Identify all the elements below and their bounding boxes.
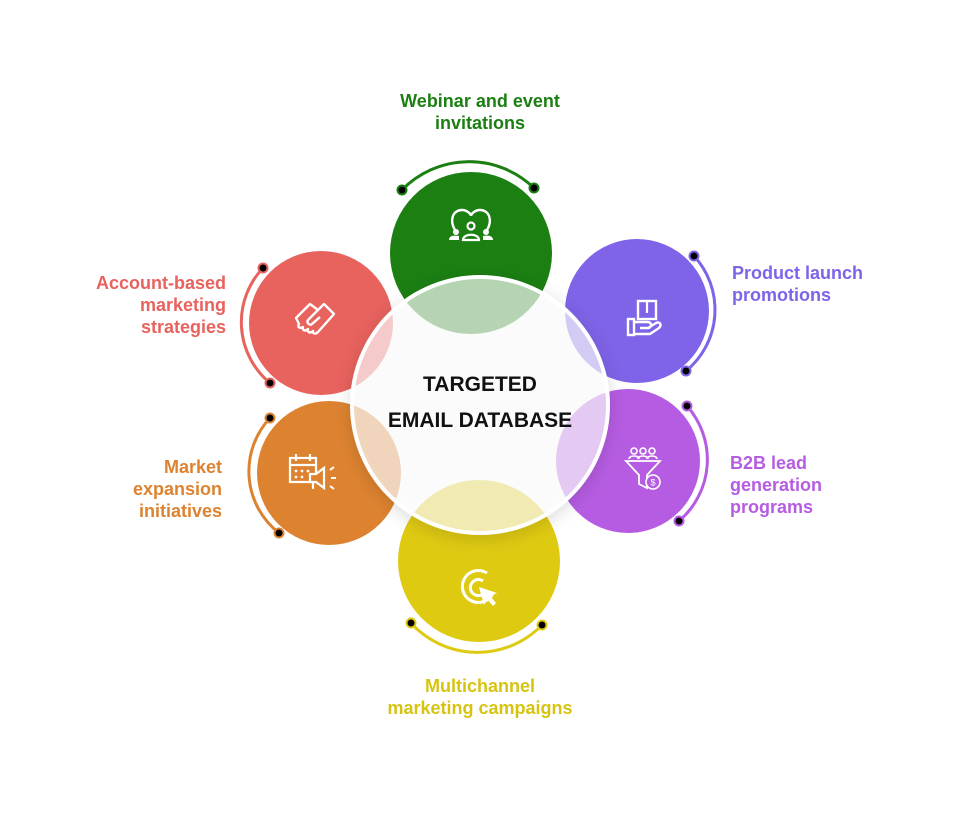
label-line: Webinar and event [400, 91, 560, 111]
label-line: Multichannel [424, 676, 535, 696]
product-arc [685, 254, 717, 373]
account-arc-dot [264, 377, 276, 389]
b2b-arc [678, 405, 709, 523]
label-line: Account-based [95, 273, 226, 293]
label-line: strategies [140, 317, 226, 337]
label-line: marketing [139, 295, 226, 315]
label-line: Product launch [732, 263, 864, 283]
market-arc [247, 416, 280, 535]
b2b-arc-dot [681, 400, 693, 412]
center-title: TARGETED EMAIL DATABASE [352, 367, 608, 439]
center-title-line2: EMAIL DATABASE [387, 409, 573, 432]
account-arc [239, 266, 271, 385]
account-arc-dot [257, 262, 269, 274]
center-circle [350, 275, 610, 535]
market-arc-dot [264, 412, 276, 424]
label-line: promotions [732, 285, 831, 305]
handshake-icon [294, 302, 336, 335]
webinar-arc-dot [528, 182, 540, 194]
label-line: programs [730, 497, 814, 517]
label-line: marketing campaigns [387, 698, 573, 718]
label-line: B2B lead [730, 453, 808, 473]
label-line: expansion [132, 479, 222, 499]
label-line: initiatives [138, 501, 222, 521]
calendar-megaphone-icon [288, 454, 336, 491]
target-cursor-icon [460, 568, 497, 606]
svg-text:$: $ [650, 478, 655, 488]
webinar-arc [400, 160, 536, 192]
b2b-arc-dot [673, 515, 685, 527]
label-line: generation [730, 475, 823, 495]
label-line: Market [163, 457, 222, 477]
multichannel-arc [409, 621, 544, 654]
box-hand-icon [626, 299, 662, 337]
label-line: invitations [434, 113, 525, 133]
product-arc-dot [680, 365, 692, 377]
webinar-arc-dot [396, 184, 408, 196]
users-heart-icon [449, 208, 493, 242]
funnel-people-icon: $ [623, 447, 663, 490]
multichannel-arc-dot [536, 619, 548, 631]
multichannel-arc-dot [405, 617, 417, 629]
market-arc-dot [273, 527, 285, 539]
account-circle [249, 251, 393, 395]
center-title-line1: TARGETED [423, 373, 537, 396]
product-arc-dot [688, 250, 700, 262]
